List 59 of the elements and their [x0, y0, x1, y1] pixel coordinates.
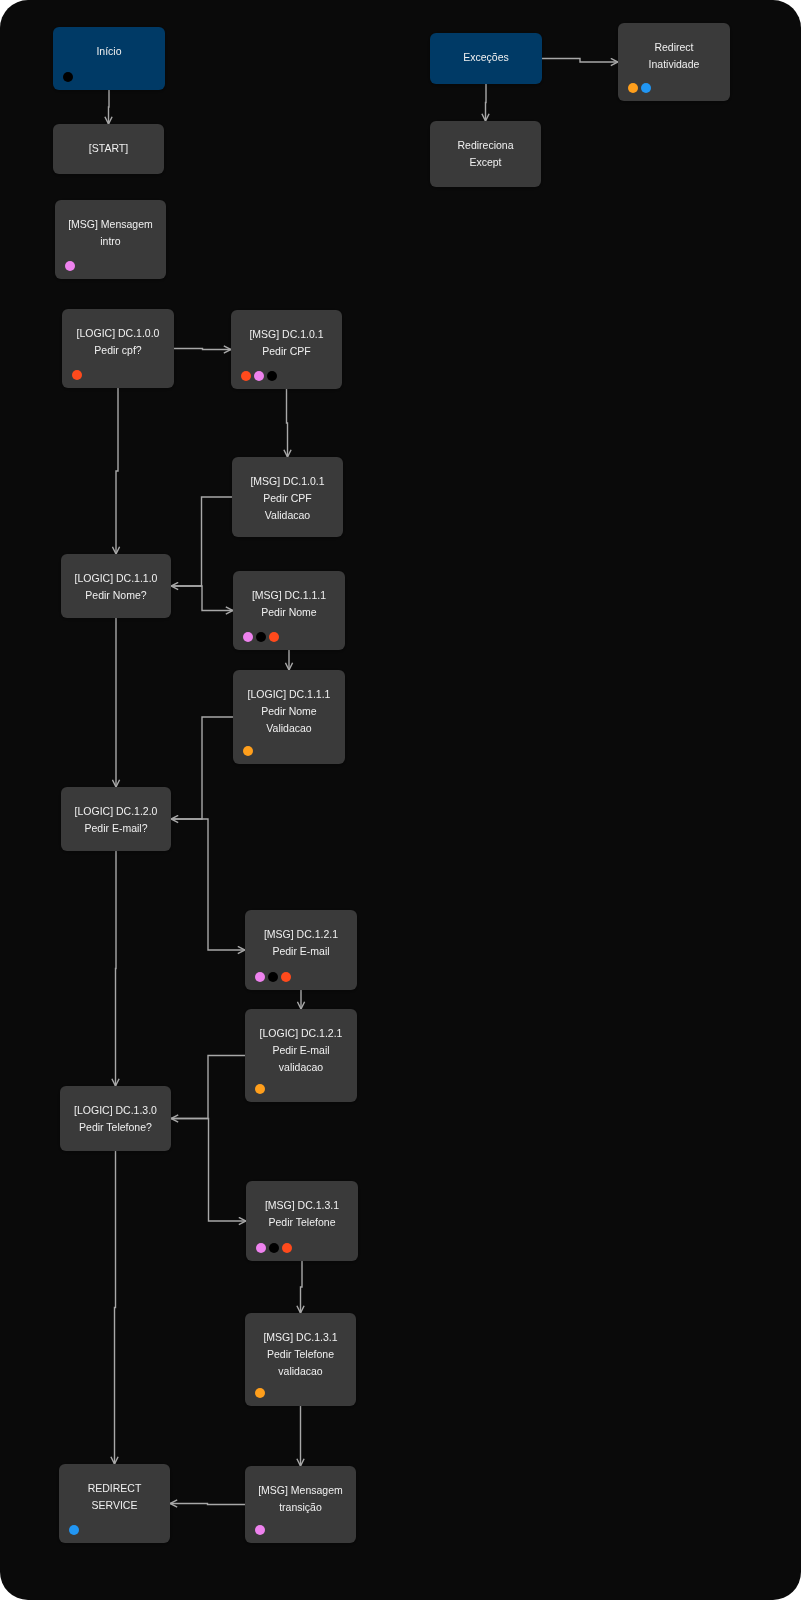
start-box — [53, 27, 165, 90]
step-box — [618, 23, 730, 101]
step-label: [MSG] DC.1.3.1 Pedir Telefone — [263, 1198, 341, 1230]
step-box — [245, 1466, 356, 1543]
step-box — [62, 309, 174, 388]
step-label: [MSG] DC.1.0.1 Pedir CPF Validacao — [249, 474, 326, 523]
step-label: [MSG] DC.1.3.1 Pedir Telefone validacao — [262, 1330, 339, 1379]
step-label: Redireciona Except — [456, 138, 515, 170]
arrow — [283, 388, 292, 458]
arrow — [170, 496, 233, 591]
step-box — [61, 787, 171, 851]
arrow — [541, 57, 619, 67]
step-box — [430, 121, 541, 187]
arrow — [111, 850, 120, 1087]
step-box — [245, 1313, 356, 1406]
step-label: [MSG] Mensagem transição — [257, 1483, 344, 1515]
arrow — [170, 716, 234, 824]
step-box — [245, 1009, 357, 1102]
arrow — [170, 1054, 246, 1123]
step-label: [LOGIC] DC.1.2.1 Pedir E-mail validacao — [258, 1026, 344, 1075]
step-label: [MSG] DC.1.0.1 Pedir CPF — [248, 327, 325, 359]
step-box — [246, 1181, 358, 1261]
step-label: Início — [96, 44, 122, 59]
arrow — [110, 1150, 119, 1465]
step-label: Redirect Inatividade — [647, 40, 701, 72]
step-box — [59, 1464, 170, 1543]
step-label: [MSG] DC.1.1.1 Pedir Nome — [250, 588, 328, 620]
step-label: [START] — [88, 141, 129, 156]
arrow — [111, 387, 121, 555]
step-label: Exceções — [463, 50, 509, 65]
arrow — [170, 585, 234, 615]
step-label: [LOGIC] DC.1.1.1 Pedir Nome Validacao — [246, 687, 332, 736]
step-box — [55, 200, 166, 279]
step-label: REDIRECT SERVICE — [86, 1481, 143, 1513]
step-label: [LOGIC] DC.1.1.0 Pedir Nome? — [73, 571, 159, 603]
step-label: [MSG] DC.1.2.1 Pedir E-mail — [262, 927, 340, 959]
step-box — [53, 124, 164, 174]
arrow — [111, 617, 121, 788]
step-label: [LOGIC] DC.1.3.0 Pedir Telefone? — [73, 1103, 158, 1135]
step-box — [60, 1086, 171, 1151]
arrow — [296, 1260, 305, 1314]
arrow — [173, 345, 232, 354]
arrow — [481, 83, 490, 122]
step-box — [245, 910, 357, 990]
step-label: [MSG] Mensagem intro — [67, 217, 154, 249]
arrow — [170, 818, 246, 955]
arrow — [284, 649, 294, 671]
step-box — [233, 670, 345, 764]
arrow — [169, 1499, 246, 1508]
step-box — [231, 310, 342, 389]
arrow — [104, 89, 113, 125]
step-label: [LOGIC] DC.1.0.0 Pedir cpf? — [75, 326, 161, 358]
step-box — [61, 554, 171, 618]
step-label: [LOGIC] DC.1.2.0 Pedir E-mail? — [73, 804, 159, 836]
arrow — [296, 989, 306, 1010]
step-box — [233, 571, 345, 650]
arrow — [296, 1405, 305, 1467]
start-box — [430, 33, 542, 84]
step-box — [232, 457, 343, 537]
